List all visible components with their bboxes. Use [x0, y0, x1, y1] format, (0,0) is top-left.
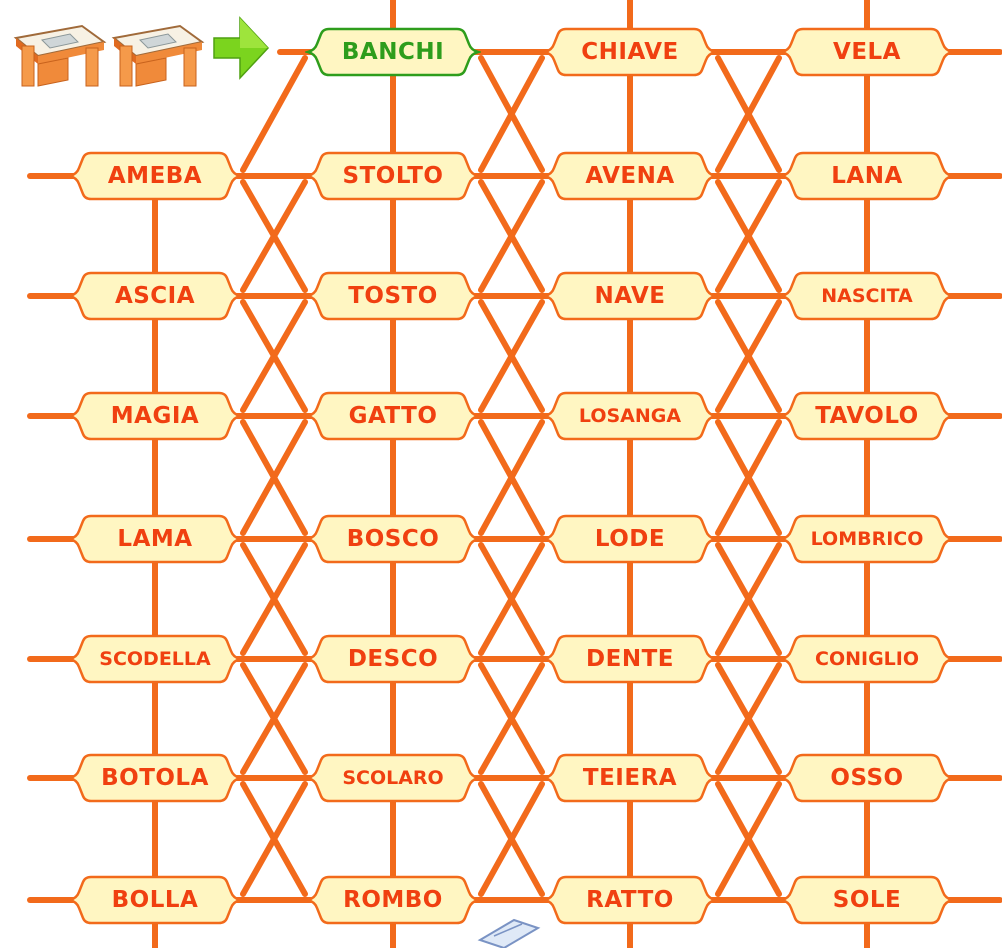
maze-diagonal-line [240, 662, 308, 775]
maze-diagonal-line [715, 542, 782, 656]
maze-diagonal-line [478, 781, 545, 897]
word-tile[interactable]: DENTE [542, 633, 718, 685]
green-arrow-icon [212, 10, 272, 90]
word-label: MAGIA [110, 403, 200, 429]
word-label: LODE [594, 526, 666, 552]
maze-diagonal-line [715, 662, 782, 775]
maze-diagonal-line [240, 55, 308, 173]
word-tile[interactable]: SCODELLA [67, 633, 243, 685]
word-tile[interactable]: LAMA [67, 513, 243, 565]
word-label: LANA [831, 163, 903, 189]
maze-diagonal-line [715, 299, 782, 413]
word-label: BOLLA [111, 887, 199, 913]
word-tile[interactable]: BOLLA [67, 874, 243, 926]
maze-diagonal-line [240, 542, 308, 656]
maze-diagonal-line [240, 419, 308, 536]
word-tile[interactable]: TEIERA [542, 752, 718, 804]
word-label: RATTO [586, 887, 674, 913]
word-label: NAVE [594, 283, 666, 309]
word-label: TEIERA [582, 765, 678, 791]
word-label: ROMBO [343, 887, 443, 913]
word-label: BOSCO [346, 526, 440, 552]
word-tile[interactable]: NAVE [542, 270, 718, 322]
word-label: DENTE [586, 646, 674, 672]
word-label: AMEBA [107, 163, 203, 189]
maze-diagonal-line [478, 179, 545, 293]
word-tile[interactable]: STOLTO [305, 150, 481, 202]
word-tile[interactable]: AVENA [542, 150, 718, 202]
word-label: BANCHI [341, 39, 445, 65]
school-desk-icon [106, 12, 206, 96]
maze-diagonal-line [478, 662, 545, 775]
maze-diagonal-line [478, 55, 545, 173]
word-label: BOTOLA [101, 765, 209, 791]
word-tile[interactable]: OSSO [779, 752, 955, 804]
word-tile[interactable]: CONIGLIO [779, 633, 955, 685]
word-label: LOMBRICO [810, 528, 924, 550]
word-label: ASCIA [114, 283, 196, 309]
word-label: SCOLARO [342, 767, 444, 789]
word-tile[interactable]: BOSCO [305, 513, 481, 565]
maze-diagonal-line [715, 179, 782, 293]
word-label: LOSANGA [578, 405, 682, 427]
maze-diagonal-line [715, 781, 782, 897]
word-label: STOLTO [342, 163, 444, 189]
word-label: AVENA [585, 163, 675, 189]
word-label: VELA [833, 39, 901, 65]
word-tile[interactable]: MAGIA [67, 390, 243, 442]
word-label: GATTO [348, 403, 438, 429]
word-tile[interactable]: LOMBRICO [779, 513, 955, 565]
word-tile[interactable]: SOLE [779, 874, 955, 926]
word-tile[interactable]: NASCITA [779, 270, 955, 322]
school-desk-icon [8, 12, 108, 96]
pencil-icon [474, 914, 544, 952]
maze-diagonal-line [240, 299, 308, 413]
word-tile[interactable]: TAVOLO [779, 390, 955, 442]
word-label: CHIAVE [581, 39, 679, 65]
word-tile[interactable]: TOSTO [305, 270, 481, 322]
word-tile[interactable]: SCOLARO [305, 752, 481, 804]
maze-diagonal-line [715, 55, 782, 173]
word-tile[interactable]: GATTO [305, 390, 481, 442]
word-label: DESCO [347, 646, 439, 672]
word-tile[interactable]: LANA [779, 150, 955, 202]
word-label: CONIGLIO [815, 648, 919, 670]
word-tile[interactable]: LOSANGA [542, 390, 718, 442]
maze-diagonal-line [478, 542, 545, 656]
maze-diagonal-line [478, 419, 545, 536]
word-label: SOLE [832, 887, 902, 913]
maze-diagonal-line [715, 419, 782, 536]
word-label: TOSTO [348, 283, 438, 309]
word-tile[interactable]: ASCIA [67, 270, 243, 322]
word-tile[interactable]: VELA [779, 26, 955, 78]
word-tile[interactable]: AMEBA [67, 150, 243, 202]
maze-diagonal-line [240, 781, 308, 897]
word-tile[interactable]: LODE [542, 513, 718, 565]
word-label: NASCITA [821, 285, 913, 307]
word-tile[interactable]: CHIAVE [542, 26, 718, 78]
word-tile[interactable]: BOTOLA [67, 752, 243, 804]
word-label: SCODELLA [99, 648, 211, 670]
word-tile[interactable]: ROMBO [305, 874, 481, 926]
word-tile[interactable]: DESCO [305, 633, 481, 685]
maze-diagonal-line [240, 179, 308, 293]
start-word-tile[interactable]: BANCHI [305, 26, 481, 78]
word-label: LAMA [117, 526, 193, 552]
word-label: OSSO [830, 765, 904, 791]
word-label: TAVOLO [815, 403, 919, 429]
word-tile[interactable]: RATTO [542, 874, 718, 926]
maze-diagonal-line [478, 299, 545, 413]
